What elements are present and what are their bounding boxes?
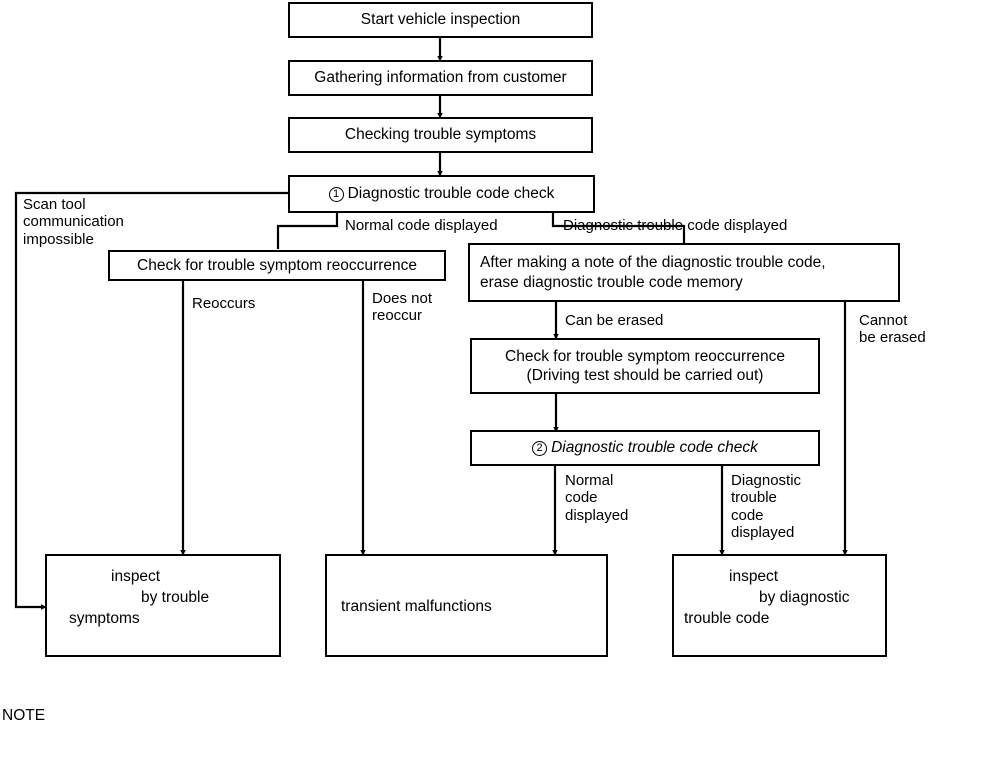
node-check-reoccurrence-driving-test[interactable]: Check for trouble symptom reoccurrence (… [470, 338, 820, 394]
note-heading: NOTE [2, 706, 46, 724]
result-symptoms-line-1: inspect [111, 568, 161, 585]
note-block: NOTE If a normal code is displayed in th… [2, 664, 988, 770]
drive-test-line-2: (Driving test should be carried out) [526, 367, 764, 384]
node-erase-dtc-memory[interactable]: After making a note of the diagnostic tr… [468, 243, 900, 302]
edge-label-normal-code-displayed-2: Normal code displayed [565, 472, 629, 524]
node-check-trouble-symptom-reoccurrence[interactable]: Check for trouble symptom reoccurrence [108, 250, 446, 281]
circled-number-1: 1 [328, 187, 344, 203]
node-gather-information[interactable]: Gathering information from customer [288, 60, 593, 96]
result-transient-label: transient malfunctions [341, 598, 492, 615]
node-dtc-check-2-label: Diagnostic trouble code check [551, 439, 758, 457]
node-dtc-check-1-label: Diagnostic trouble code check [347, 185, 555, 203]
edge-label-does-not-reoccur: Does not reoccur [372, 290, 433, 325]
edge-label-cannot-be-erased: Cannot be erased [859, 312, 926, 347]
edge-label-dtc-displayed-2: Diagnostic trouble code displayed [731, 472, 802, 542]
drive-test-line-1: Check for trouble symptom reoccurrence [505, 347, 785, 365]
edge-label-reoccurs: Reoccurs [192, 295, 256, 312]
result-dtc-line-1: inspect [729, 568, 779, 585]
node-start[interactable]: Start vehicle inspection [288, 2, 593, 38]
circled-number-2: 2 [532, 441, 548, 457]
result-dtc-line-2: by diagnostic [759, 589, 850, 606]
edge-label-can-be-erased: Can be erased [565, 312, 664, 329]
result-dtc-line-3: trouble code [684, 610, 770, 627]
edge-label-scan-tool-impossible: Scan tool communication impossible [23, 196, 124, 248]
node-result-inspect-by-diagnostic-trouble-code[interactable]: inspect by diagnostic trouble code [672, 554, 887, 657]
edge-normal-code-to-check [276, 212, 339, 249]
erase-line-1: After making a note of the diagnostic tr… [480, 254, 826, 272]
edge-label-dtc-displayed: Diagnostic trouble code displayed [563, 217, 788, 234]
result-symptoms-line-2: by trouble [141, 589, 210, 606]
edge-label-normal-code-displayed: Normal code displayed [345, 217, 498, 234]
node-result-transient-malfunctions[interactable]: transient malfunctions [325, 554, 608, 657]
erase-line-2: erase diagnostic trouble code memory [480, 273, 743, 291]
node-result-inspect-by-trouble-symptoms[interactable]: inspect by trouble symptoms [45, 554, 281, 657]
node-checking-trouble-symptoms[interactable]: Checking trouble symptoms [288, 117, 593, 153]
result-symptoms-line-3: symptoms [69, 610, 140, 627]
